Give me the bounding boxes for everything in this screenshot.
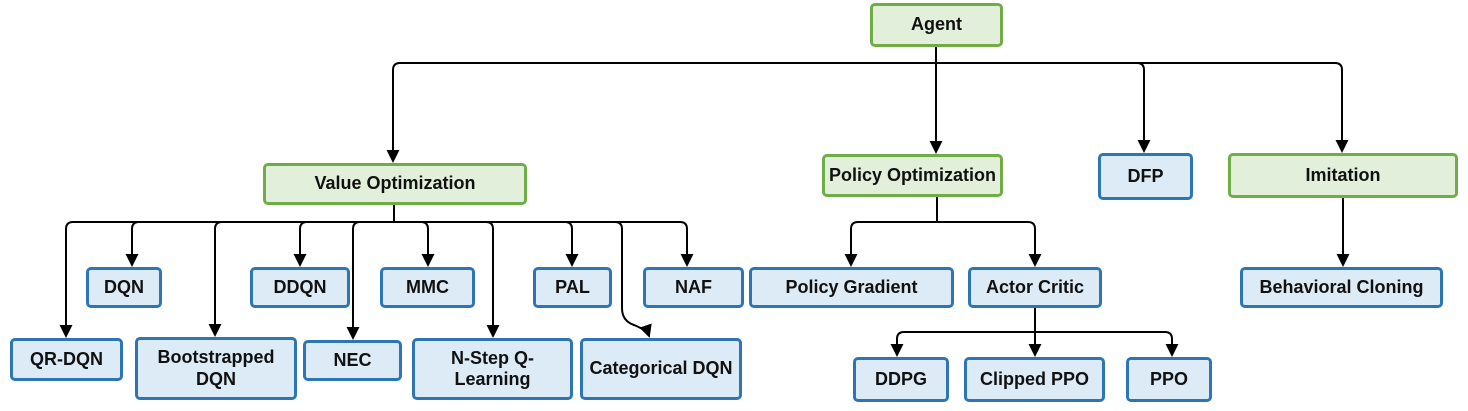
node-ddqn-label: DDQN <box>273 276 327 297</box>
node-nec-label: NEC <box>333 349 372 370</box>
node-ppo-label: PPO <box>1149 368 1188 389</box>
node-imitation: Imitation <box>1228 153 1458 198</box>
node-imitation-label: Imitation <box>1305 164 1381 185</box>
node-categorical-dqn: Categorical DQN <box>580 338 742 400</box>
node-agent: Agent <box>870 3 1003 47</box>
node-behavioral-cloning: Behavioral Cloning <box>1240 267 1443 308</box>
node-value-optimization-label: Value Optimization <box>314 173 476 194</box>
node-naf-label: NAF <box>675 276 712 297</box>
node-n-step-q-learning-label: N-Step Q-Learning <box>451 347 534 389</box>
node-agent-label: Agent <box>911 14 962 35</box>
node-pal-label: PAL <box>555 276 590 297</box>
node-qr-dqn: QR-DQN <box>10 338 123 381</box>
node-ddpg: DDPG <box>853 357 949 402</box>
node-actor-critic: Actor Critic <box>968 267 1102 308</box>
node-ddqn: DDQN <box>250 267 350 308</box>
node-nec: NEC <box>303 340 402 381</box>
node-n-step-q-learning: N-Step Q-Learning <box>412 338 573 400</box>
node-value-optimization: Value Optimization <box>263 163 527 205</box>
node-pal: PAL <box>533 267 612 308</box>
node-mmc-label: MMC <box>406 276 449 297</box>
node-clipped-ppo-label: Clipped PPO <box>979 368 1089 389</box>
node-naf: NAF <box>643 267 744 308</box>
node-policy-optimization-label: Policy Optimization <box>828 164 997 185</box>
node-ddpg-label: DDPG <box>874 368 927 389</box>
node-policy-gradient: Policy Gradient <box>749 267 954 308</box>
node-bootstrapped-dqn-label: Bootstrapped DQN <box>157 347 275 389</box>
node-dqn: DQN <box>86 267 162 308</box>
node-dqn-label: DQN <box>104 276 144 297</box>
node-dfp: DFP <box>1098 153 1193 200</box>
node-dfp-label: DFP <box>1127 165 1164 186</box>
node-bootstrapped-dqn: Bootstrapped DQN <box>135 337 297 400</box>
node-mmc: MMC <box>380 267 475 308</box>
node-categorical-dqn-label: Categorical DQN <box>589 358 733 379</box>
node-policy-optimization: Policy Optimization <box>822 154 1003 197</box>
node-policy-gradient-label: Policy Gradient <box>785 276 918 297</box>
node-ppo: PPO <box>1126 357 1212 402</box>
node-actor-critic-label: Actor Critic <box>985 276 1084 297</box>
node-clipped-ppo: Clipped PPO <box>964 357 1105 402</box>
node-behavioral-cloning-label: Behavioral Cloning <box>1259 276 1424 297</box>
node-qr-dqn-label: QR-DQN <box>30 348 103 369</box>
